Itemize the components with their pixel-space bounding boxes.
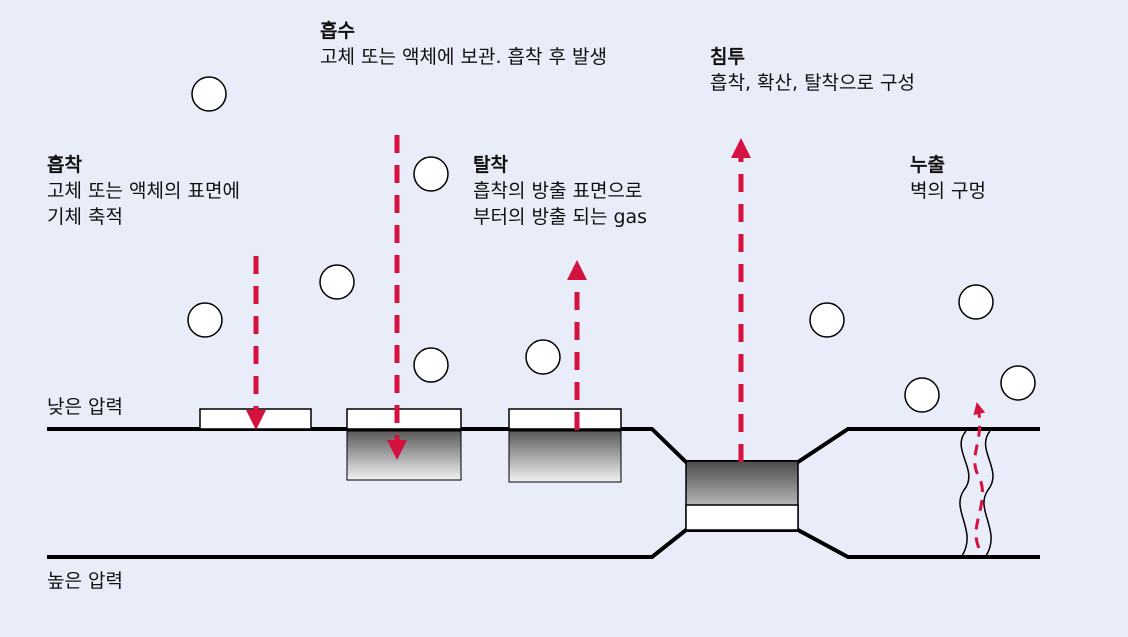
permeation-inner-white	[685, 504, 799, 531]
label-adsorption: 흡착 고체 또는 액체의 표면에 기체 축적	[47, 152, 262, 230]
gas-molecule	[191, 76, 227, 112]
low-pressure-label: 낮은 압력	[47, 396, 123, 418]
desorption-layer	[508, 408, 622, 430]
label-absorption-title: 흡수	[320, 20, 355, 42]
label-permeation-desc: 흡착, 확산, 탈착으로 구성	[710, 72, 915, 94]
label-desorption-desc: 흡착의 방출 표면으로부터의 방출 되는 gas	[473, 180, 648, 228]
desorption-block	[508, 430, 622, 483]
gas-molecule	[904, 377, 940, 413]
label-permeation-title: 침투	[710, 46, 745, 68]
gas-molecules	[187, 76, 1036, 413]
gas-molecule	[958, 284, 994, 320]
gas-molecule	[187, 302, 223, 338]
label-adsorption-desc: 고체 또는 액체의 표면에 기체 축적	[47, 180, 240, 228]
label-permeation: 침투 흡착, 확산, 탈착으로 구성	[710, 44, 1000, 96]
lower-wall-line	[47, 528, 1040, 559]
leak-path-arrow	[973, 402, 986, 549]
label-leak: 누출 벽의 구멍	[910, 152, 1080, 204]
gas-molecule	[413, 156, 449, 192]
gas-molecule	[413, 347, 449, 383]
gas-molecule	[809, 302, 845, 338]
label-adsorption-title: 흡착	[47, 154, 82, 176]
absorption-block	[346, 430, 462, 481]
absorption-layer	[346, 408, 462, 430]
label-absorption: 흡수 고체 또는 액체에 보관. 흡착 후 발생	[320, 18, 625, 70]
label-leak-desc: 벽의 구멍	[910, 180, 986, 202]
label-absorption-desc: 고체 또는 액체에 보관. 흡착 후 발생	[320, 46, 607, 68]
gas-molecule	[319, 264, 355, 300]
leak-crack-right	[983, 430, 994, 557]
gas-molecule	[525, 339, 561, 375]
label-leak-title: 누출	[910, 154, 945, 176]
high-pressure-label: 높은 압력	[47, 570, 123, 592]
gas-molecule	[1000, 365, 1036, 401]
label-desorption: 탈착 흡착의 방출 표면으로부터의 방출 되는 gas	[473, 152, 651, 230]
label-desorption-title: 탈착	[473, 154, 508, 176]
leak-crack-left	[959, 430, 970, 557]
